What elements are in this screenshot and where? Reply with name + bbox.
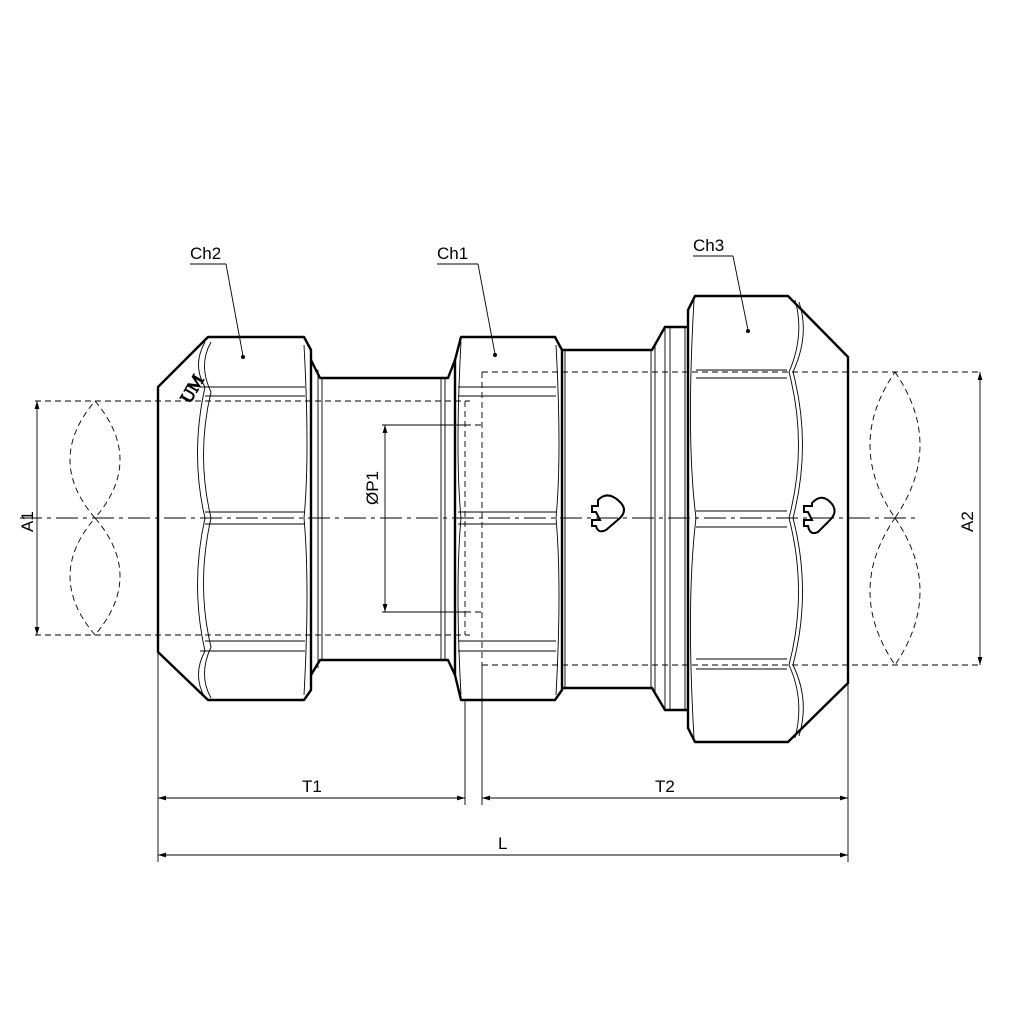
t1-label: T1: [302, 777, 322, 796]
heart-mark-right: [803, 496, 836, 535]
a2-label: A2: [958, 511, 977, 532]
body: [562, 325, 688, 712]
callout-ch2: Ch2: [190, 244, 245, 359]
neck: [309, 359, 457, 676]
dimension-t1: T1: [158, 777, 465, 801]
left-nut: UM: [156, 335, 313, 702]
ch3-label: Ch3: [693, 236, 724, 255]
dimension-t2: T2: [482, 777, 848, 801]
middle-nut: [453, 335, 564, 702]
extension-lines: [157, 652, 849, 862]
callout-ch1: Ch1: [437, 244, 497, 357]
right-nut: [686, 294, 850, 744]
dimension-a1: A1: [18, 401, 40, 635]
left-pipe-hidden: [35, 400, 470, 636]
dimension-l: L: [158, 834, 848, 858]
ch1-label: Ch1: [437, 244, 468, 263]
callout-ch3: Ch3: [693, 236, 750, 333]
heart-mark-left: [591, 494, 625, 533]
ch2-label: Ch2: [190, 244, 221, 263]
t2-label: T2: [655, 777, 675, 796]
l-label: L: [498, 834, 507, 853]
dimension-a2: A2: [958, 372, 983, 665]
a1-label: A1: [18, 511, 37, 532]
dimension-p1: ØP1: [363, 424, 465, 613]
p1-label: ØP1: [363, 471, 382, 505]
right-pipe-hidden: [464, 371, 980, 666]
